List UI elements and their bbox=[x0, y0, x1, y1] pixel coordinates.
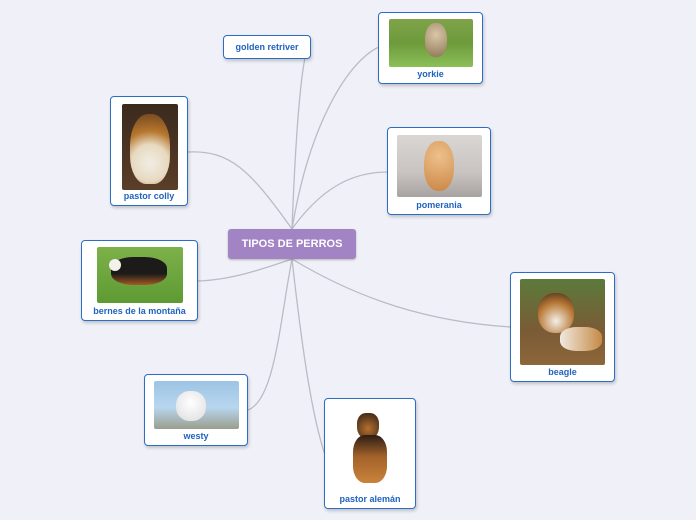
node-label: westy bbox=[183, 431, 209, 441]
westy-image bbox=[154, 381, 239, 429]
pastor-colly-image bbox=[122, 104, 178, 190]
beagle-image bbox=[520, 279, 605, 365]
node-golden-retriver[interactable]: golden retriver bbox=[223, 35, 311, 59]
bernes-de-la-montana-image bbox=[97, 247, 183, 303]
node-pastor-aleman[interactable]: pastor alemán bbox=[324, 398, 416, 509]
node-label: yorkie bbox=[417, 69, 444, 79]
node-label: pastor alemán bbox=[339, 494, 401, 504]
node-bernes-de-la-montana[interactable]: bernes de la montaña bbox=[81, 240, 198, 321]
node-label: bernes de la montaña bbox=[93, 306, 186, 316]
node-label: golden retriver bbox=[235, 42, 299, 52]
node-label: pomerania bbox=[416, 200, 462, 210]
node-westy[interactable]: westy bbox=[144, 374, 248, 446]
node-pomerania[interactable]: pomerania bbox=[387, 127, 491, 215]
node-yorkie[interactable]: yorkie bbox=[378, 12, 483, 84]
pastor-aleman-image bbox=[339, 407, 401, 487]
node-label: beagle bbox=[548, 367, 577, 377]
central-topic[interactable]: TIPOS DE PERROS bbox=[228, 229, 356, 259]
yorkie-image bbox=[389, 19, 473, 67]
node-pastor-colly[interactable]: pastor colly bbox=[110, 96, 188, 206]
node-beagle[interactable]: beagle bbox=[510, 272, 615, 382]
node-label: pastor colly bbox=[123, 191, 175, 201]
pomerania-image bbox=[397, 135, 482, 197]
